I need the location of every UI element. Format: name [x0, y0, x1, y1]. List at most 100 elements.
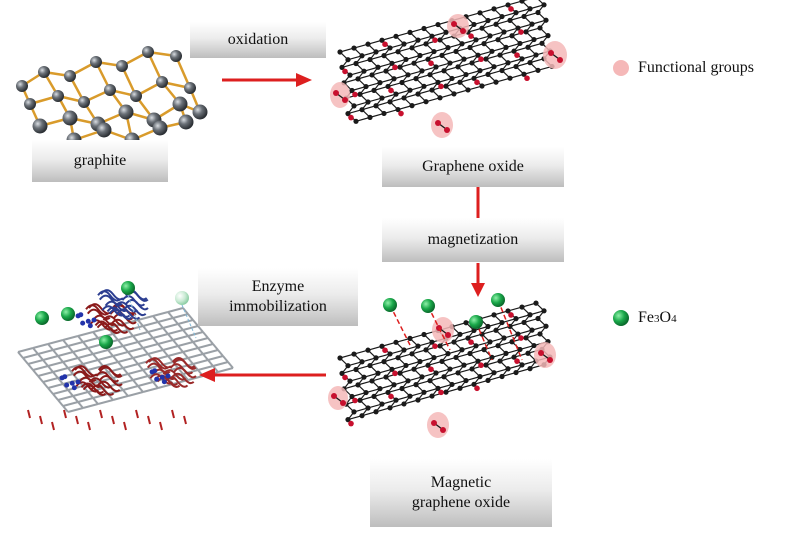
oxygen-atom	[474, 385, 480, 392]
oxygen-atom	[431, 420, 437, 426]
sheet-atom	[359, 359, 365, 365]
enzyme-blue-atom	[62, 374, 68, 380]
enzyme-blue-atom	[78, 312, 84, 318]
enzyme-blue-atom	[87, 323, 93, 329]
sheet-atom	[493, 327, 499, 333]
enzyme-sheet-bond	[77, 397, 94, 403]
sheet-atom	[359, 413, 365, 419]
sheet-atom	[359, 53, 365, 59]
enzyme-sheet-bond	[167, 329, 184, 335]
sheet-atom	[405, 72, 411, 78]
sheet-atom	[459, 41, 465, 47]
sheet-atom	[505, 308, 511, 314]
sheet-atom	[441, 68, 447, 74]
magnetization-arrow-bottom	[471, 263, 485, 297]
enzyme-sheet-bond	[182, 347, 199, 353]
graphite-atom	[104, 84, 116, 96]
enzyme-sheet-bond	[27, 363, 34, 371]
sheet-atom	[353, 118, 359, 124]
enzyme-sheet-bond	[82, 403, 99, 409]
fe3o4-particle	[491, 293, 505, 307]
enzyme-sheet-bond	[122, 345, 129, 353]
enzyme-blue-atom	[154, 376, 160, 382]
sheet-atom	[499, 319, 505, 326]
sheet-atom	[407, 87, 413, 93]
oxygen-atom	[331, 393, 337, 399]
enzyme-sheet-bond	[127, 391, 144, 397]
sheet-atom	[381, 110, 387, 117]
sheet-atom	[463, 377, 469, 384]
enzyme-sheet-bond	[52, 389, 69, 395]
graphite-atom	[184, 82, 196, 94]
oxygen-atom	[342, 68, 348, 75]
sheet-atom	[397, 370, 403, 376]
sheet-atom	[445, 45, 451, 51]
functional-group-highlight	[328, 386, 348, 410]
functional-group-highlight	[431, 112, 453, 138]
sheet-atom	[399, 385, 405, 392]
enzyme-sheet-bond	[212, 343, 219, 351]
magnetic-graphene-oxide-label: Magnetic graphene oxide	[370, 459, 552, 527]
enzyme-sheet-bond	[157, 339, 174, 345]
sheet-atom	[533, 300, 539, 306]
enzyme-edge-pendant	[171, 409, 175, 419]
enzyme-label-line1: Enzyme	[251, 278, 305, 295]
enzyme-sheet-bond	[132, 379, 139, 387]
sheet-atom	[349, 393, 355, 400]
sheet-atom	[513, 63, 519, 70]
enzyme-sheet-bond	[132, 331, 149, 337]
sheet-atom	[429, 339, 435, 345]
fe3o4-tether	[127, 294, 141, 331]
enzyme-sheet-bond	[37, 349, 54, 355]
graphite-atom	[90, 56, 102, 68]
graphite-atom	[96, 122, 112, 138]
oxygen-atom	[392, 370, 398, 377]
enzyme-sheet-bond	[182, 369, 199, 375]
sheet-atom	[537, 25, 543, 31]
enzyme-sheet-bond	[142, 325, 149, 333]
graphite-atom	[64, 70, 76, 82]
enzyme-sheet-bond	[137, 363, 144, 371]
enzyme-sheet-bond	[132, 335, 139, 343]
sheet-atom	[347, 378, 353, 384]
enzyme-sheet-bond	[52, 393, 59, 401]
enzyme-sheet-bond	[147, 327, 164, 333]
sheet-atom	[527, 60, 533, 66]
sheet-atom	[453, 354, 459, 361]
sheet-atom	[499, 13, 505, 20]
sheet-atom	[355, 382, 361, 388]
sheet-atom	[413, 76, 419, 82]
sheet-atom	[361, 68, 367, 74]
enzyme-strand	[97, 365, 122, 377]
oxygen-atom	[428, 366, 434, 373]
sheet-atom	[417, 52, 423, 59]
enzyme-sheet-bond	[72, 347, 89, 353]
oxygen-atom	[518, 29, 524, 35]
sheet-atom	[401, 347, 407, 353]
sheet-atom	[489, 354, 495, 360]
enzyme-sheet-bond	[167, 351, 184, 357]
enzyme-sheet-bond	[207, 337, 214, 345]
sheet-atom	[401, 95, 407, 101]
enzyme-sheet-bond	[97, 359, 104, 367]
enzyme-sheet-bond	[177, 319, 194, 325]
sheet-atom	[505, 2, 511, 8]
enzyme-sheet-bond	[172, 313, 189, 319]
enzyme-sheet-bond	[57, 395, 74, 401]
enzyme-sheet-bond	[47, 343, 54, 351]
sheet-atom	[441, 374, 447, 380]
enzyme-sheet-bond	[67, 407, 84, 413]
graphite-atom	[156, 76, 168, 88]
enzyme-sheet-bond	[192, 337, 209, 343]
sheet-atom	[451, 339, 457, 345]
sheet-atom	[431, 354, 437, 361]
enzyme-sheet-bond	[202, 353, 209, 361]
sheet-atom	[385, 83, 391, 90]
enzyme-sheet-bond	[137, 341, 144, 349]
sheet-atom	[479, 83, 485, 89]
sheet-atom	[491, 312, 497, 318]
sheet-atom	[425, 56, 431, 62]
oxygen-atom	[478, 56, 484, 63]
sheet-atom	[435, 79, 441, 85]
sheet-atom	[399, 79, 405, 86]
